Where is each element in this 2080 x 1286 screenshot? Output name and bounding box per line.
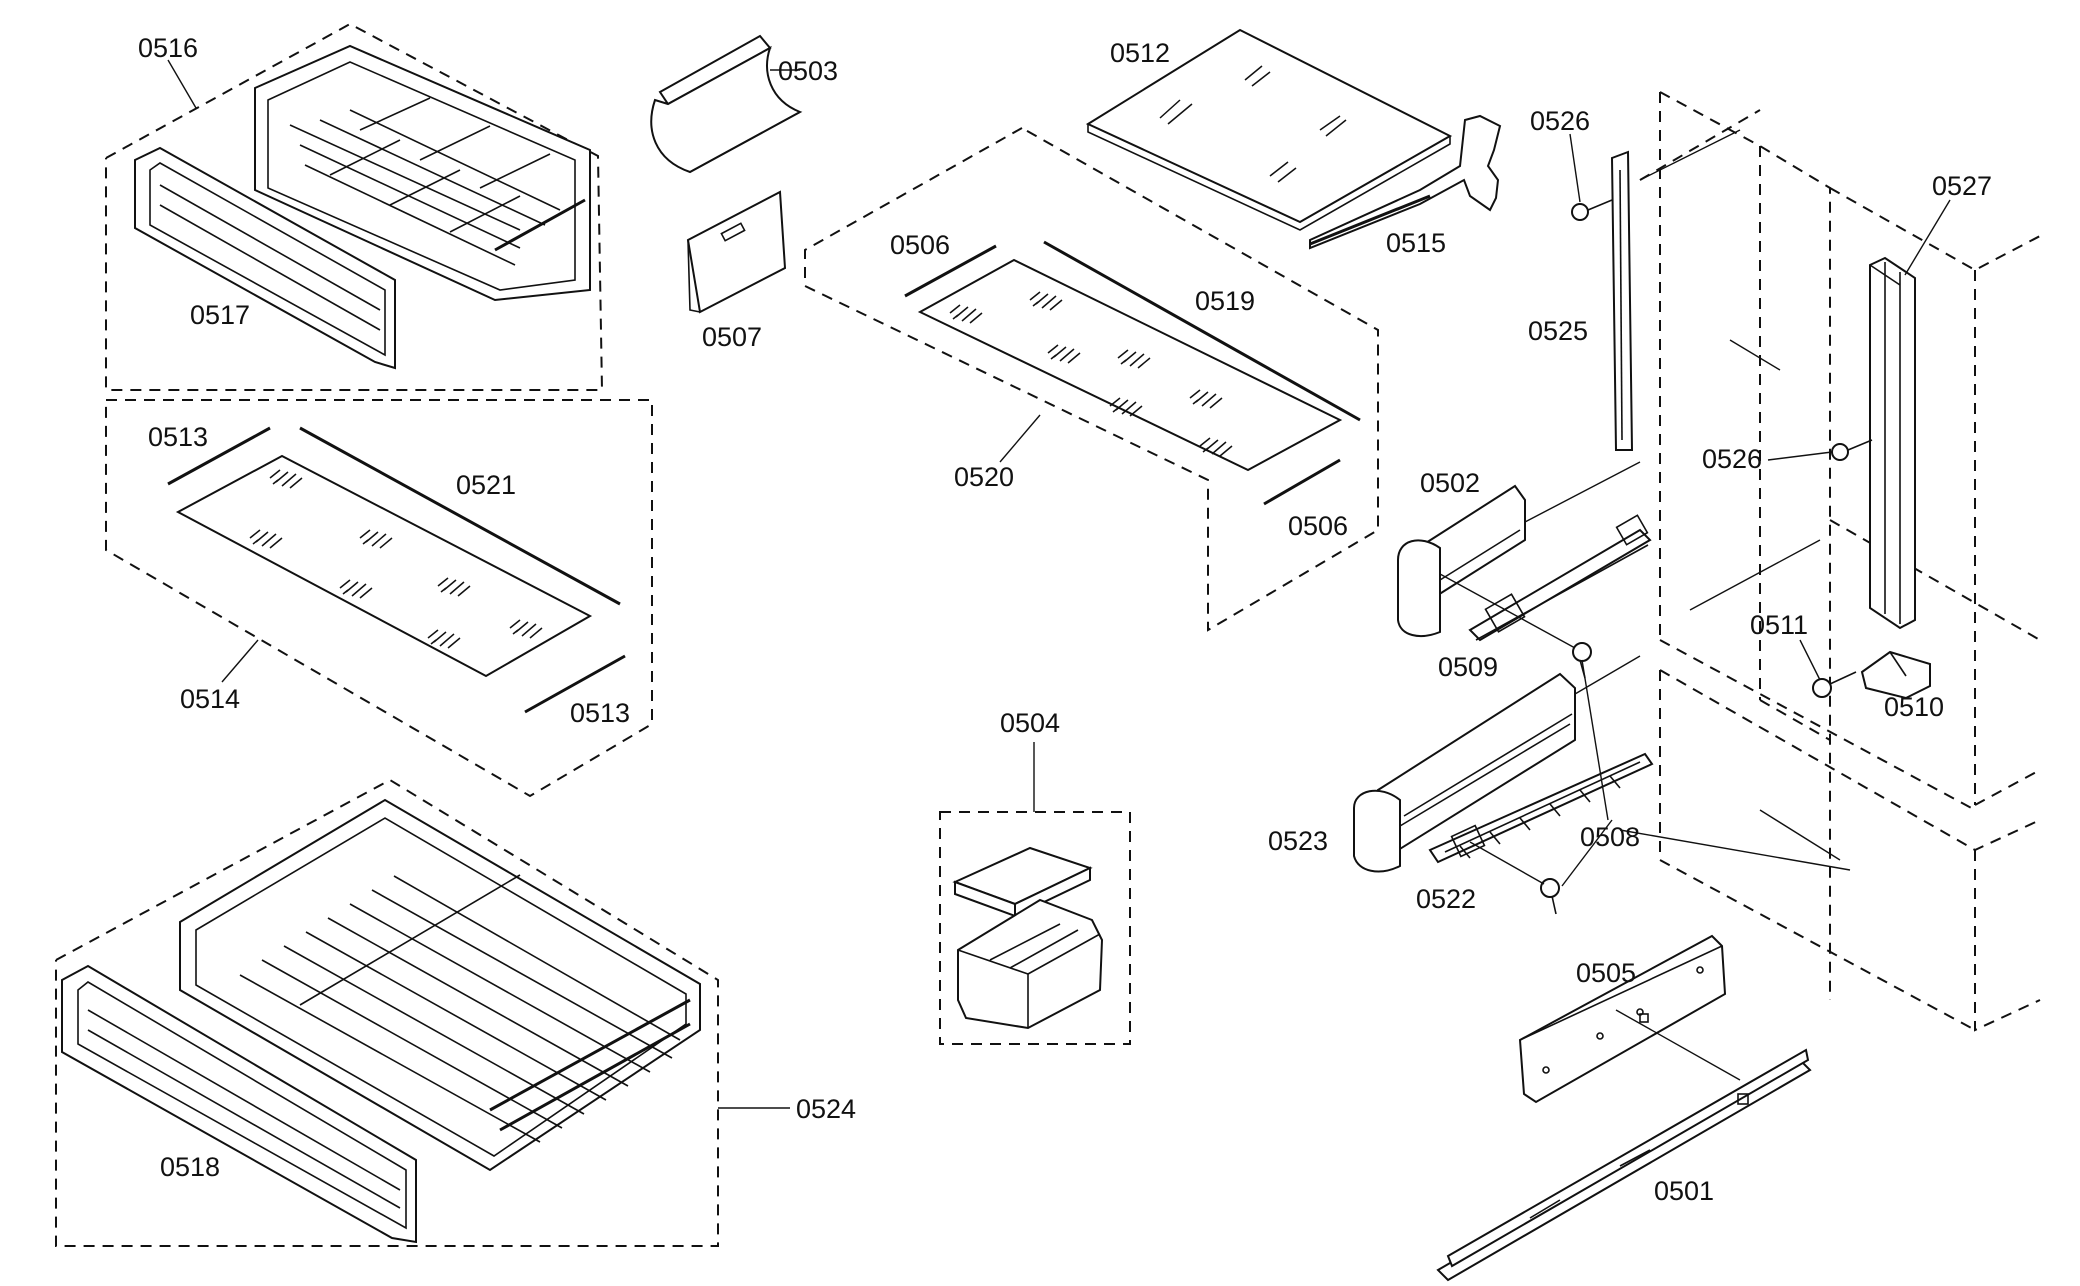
part-0508-screw-lower <box>1540 878 1560 915</box>
part-0511-screw <box>1812 671 1857 698</box>
label-0526-upper: 0526 <box>1530 106 1590 136</box>
part-0503-shelf-trim <box>650 34 803 174</box>
label-0510: 0510 <box>1884 692 1944 722</box>
part-0502-drawer-front <box>1397 484 1526 637</box>
label-0509: 0509 <box>1438 652 1498 682</box>
label-0508: 0508 <box>1580 822 1640 852</box>
label-0522: 0522 <box>1416 884 1476 914</box>
label-0521: 0521 <box>456 470 516 500</box>
label-0513-top: 0513 <box>148 422 208 452</box>
label-0524: 0524 <box>796 1094 856 1124</box>
drawer-assembly-0524 <box>55 778 719 1247</box>
label-0520: 0520 <box>954 462 1014 492</box>
label-0523: 0523 <box>1268 826 1328 856</box>
label-0516: 0516 <box>138 33 198 63</box>
crisper-drawer-assembly-0516 <box>105 22 604 391</box>
label-0511: 0511 <box>1750 610 1808 640</box>
part-0510-bracket <box>1860 650 1931 700</box>
part-0501-drawer-slide-rail <box>1436 1048 1812 1282</box>
label-0512: 0512 <box>1110 38 1170 68</box>
label-0501: 0501 <box>1654 1176 1714 1206</box>
part-0525-shelf-rail <box>1610 150 1634 451</box>
label-0507: 0507 <box>702 322 762 352</box>
label-0503: 0503 <box>778 56 838 86</box>
part-0509-drawer-slide <box>1468 514 1652 642</box>
part-0515-shelf-bracket <box>1309 114 1502 250</box>
part-0526-screw-lower <box>1831 439 1873 461</box>
label-0527: 0527 <box>1932 171 1992 201</box>
label-0513-bottom: 0513 <box>570 698 630 728</box>
label-0502: 0502 <box>1420 468 1480 498</box>
label-0514: 0514 <box>180 684 240 714</box>
part-0522-drawer-slide <box>1428 752 1654 864</box>
shelf-assembly-0514 <box>105 399 653 798</box>
assembly-0504-storage-bin <box>939 811 1131 1045</box>
shelf-assembly-0520 <box>804 127 1379 632</box>
part-0527-vertical-rail <box>1869 256 1916 630</box>
part-0507-cover-plate <box>686 190 787 314</box>
label-0526-lower: 0526 <box>1702 444 1762 474</box>
label-0506-right: 0506 <box>1288 511 1348 541</box>
part-0512-glass-shelf <box>1085 28 1453 231</box>
label-0517: 0517 <box>190 300 250 330</box>
label-0518: 0518 <box>160 1152 220 1182</box>
part-0523-drawer-front <box>1353 672 1576 873</box>
part-0505-mounting-plate <box>1518 934 1727 1104</box>
cabinet-outline <box>1639 91 2041 1032</box>
part-0526-screw-upper <box>1571 199 1613 221</box>
label-0506-left: 0506 <box>890 230 950 260</box>
label-0525: 0525 <box>1528 316 1588 346</box>
label-0505: 0505 <box>1576 958 1636 988</box>
label-0504: 0504 <box>1000 708 1060 738</box>
label-0519: 0519 <box>1195 286 1255 316</box>
label-0515: 0515 <box>1386 228 1446 258</box>
